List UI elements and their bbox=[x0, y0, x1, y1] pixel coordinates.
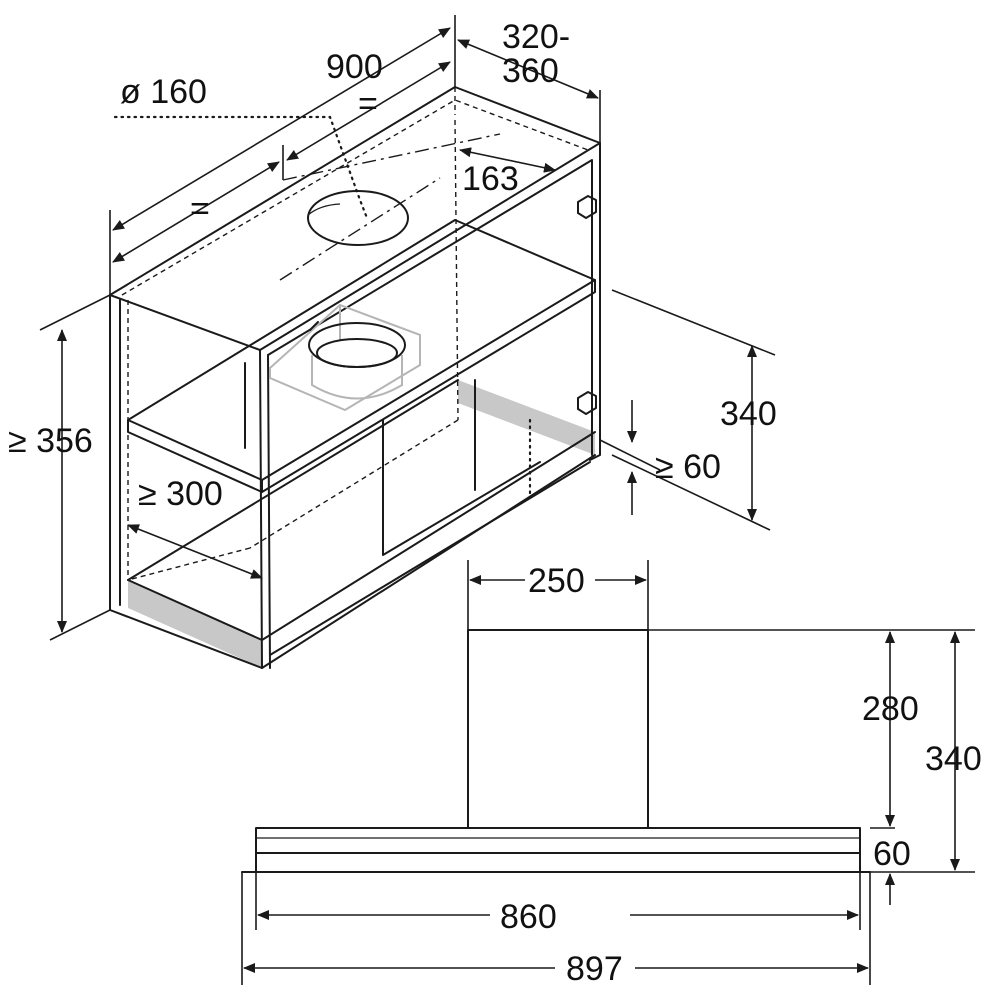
dim-chimney-width bbox=[467, 560, 649, 630]
dim-widths-front bbox=[241, 872, 871, 985]
dim-heights-front bbox=[648, 629, 975, 905]
diameter-leader bbox=[113, 115, 369, 220]
label-depth-line1: 320- bbox=[502, 18, 570, 56]
duct-collar bbox=[308, 321, 406, 400]
dim-equal-halves bbox=[112, 61, 451, 263]
label-clearance: ≥ 300 bbox=[138, 475, 223, 513]
hood-panel bbox=[255, 827, 861, 873]
label-inner-width: 860 bbox=[500, 898, 557, 936]
dim-lower-60 bbox=[599, 400, 661, 515]
chimney bbox=[467, 629, 649, 829]
label-chimney-height: 280 bbox=[862, 690, 919, 728]
label-duct-diameter: ø 160 bbox=[120, 73, 207, 111]
hood-front-panel-left bbox=[128, 580, 262, 668]
dim-clearance-300 bbox=[127, 524, 263, 579]
front-view: 250 280 340 60 860 897 bbox=[241, 560, 982, 988]
label-outer-width: 897 bbox=[566, 950, 623, 988]
label-offset: 163 bbox=[462, 160, 519, 198]
dim-offset-163 bbox=[459, 147, 556, 173]
dim-depth bbox=[457, 39, 601, 143]
hood-body bbox=[127, 303, 596, 641]
label-chimney-width: 250 bbox=[528, 562, 585, 600]
hood-front-panel-rear bbox=[458, 380, 595, 455]
label-width: 900 bbox=[326, 48, 383, 86]
dim-hood-340 bbox=[611, 289, 776, 531]
centerline-duct-vert bbox=[279, 177, 441, 281]
isometric-cabinet: 900 320- 360 ø 160 = = 163 ≥ 356 ≥ 300 3… bbox=[8, 15, 777, 669]
dim-height-356 bbox=[39, 294, 111, 641]
label-equal-top: = bbox=[358, 85, 378, 123]
label-depth-line2: 360 bbox=[502, 52, 559, 90]
label-panel-height: 60 bbox=[873, 835, 911, 873]
label-lower-min: ≥ 60 bbox=[655, 448, 721, 486]
label-equal-left: = bbox=[190, 190, 210, 228]
wall-bracket-upper bbox=[577, 195, 597, 219]
label-hood-height: 340 bbox=[720, 395, 777, 433]
wall-bracket-lower bbox=[577, 391, 597, 415]
duct-opening-top bbox=[307, 190, 409, 246]
label-height-min: ≥ 356 bbox=[8, 422, 93, 460]
label-total-height: 340 bbox=[925, 740, 982, 778]
middle-shelf bbox=[127, 219, 596, 493]
